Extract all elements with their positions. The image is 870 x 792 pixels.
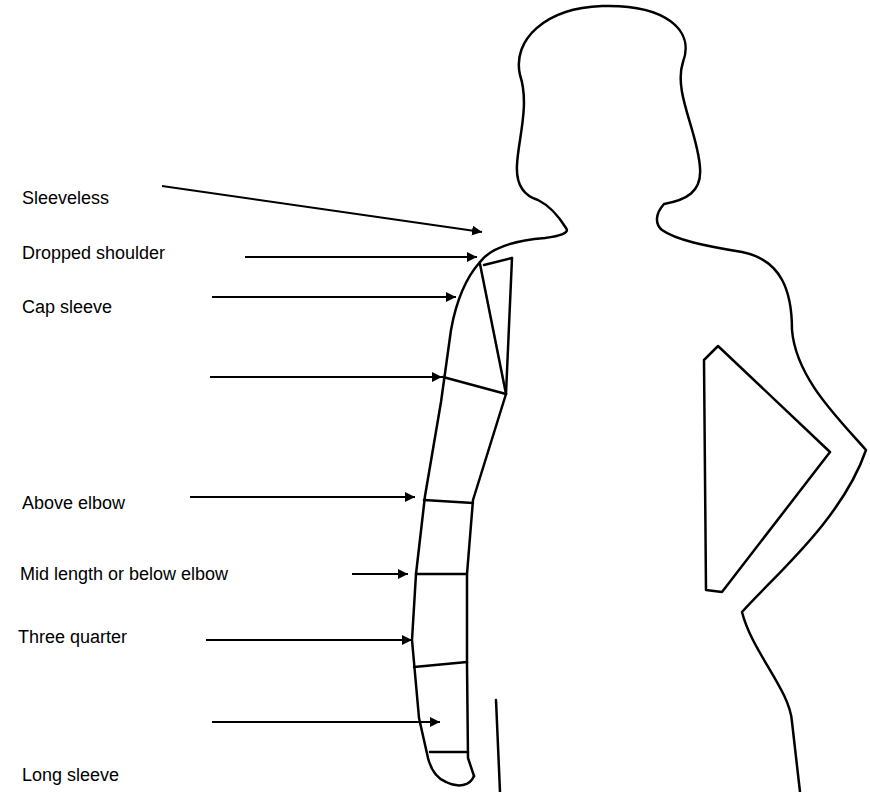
arm-gap (704, 346, 830, 592)
sleeve-label: Cap sleeve (22, 296, 112, 318)
sleeve-line (430, 751, 468, 754)
leader-arrow (190, 496, 415, 498)
leader-arrow (212, 721, 440, 723)
sleeve-label: Above elbow (22, 492, 125, 514)
sleeve-label: Mid length or below elbow (20, 563, 228, 585)
torso-edge (496, 700, 500, 792)
leader-arrow (206, 639, 412, 641)
leader-arrow (162, 186, 482, 232)
arm-inner (467, 258, 512, 776)
sleeve-line (416, 573, 467, 576)
sleeve-label: Three quarter (18, 626, 127, 648)
sleeve-label: Dropped shoulder (22, 242, 165, 264)
body-silhouette (480, 6, 866, 792)
sleeve-line (443, 377, 506, 394)
sleeve-label: Long sleeve (22, 764, 119, 786)
leader-arrow (210, 376, 442, 378)
sleeve-line (424, 500, 473, 503)
leader-arrow (245, 256, 477, 258)
sleeve-label: Sleeveless (22, 187, 109, 209)
arm-outer (412, 262, 480, 785)
sleeve-line (480, 264, 506, 394)
sleeve-line (414, 662, 467, 667)
sleeve-line (484, 258, 512, 265)
leader-arrow (212, 296, 456, 298)
leader-arrow (352, 573, 408, 575)
